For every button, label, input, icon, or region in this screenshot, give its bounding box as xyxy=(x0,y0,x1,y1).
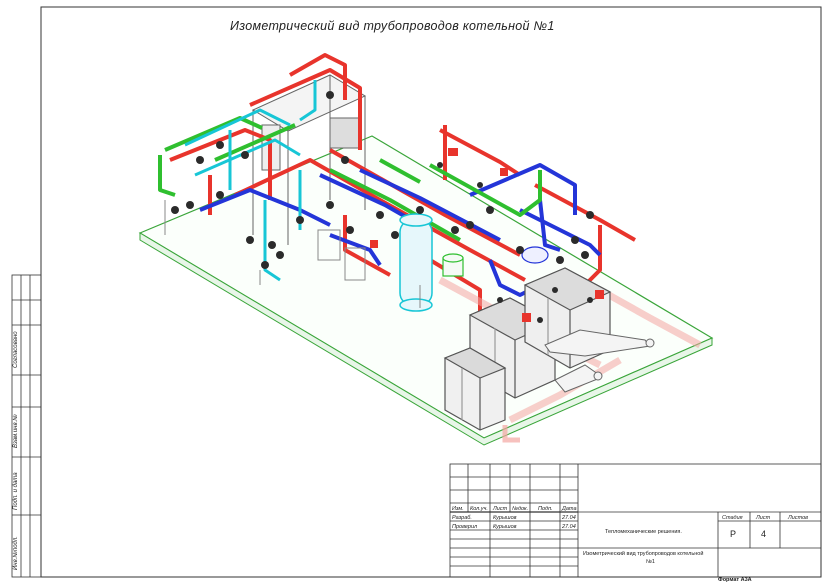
green-pipes xyxy=(158,116,542,242)
hdr-qty: Кол.уч. xyxy=(470,506,488,512)
hdr-sheet: Лист xyxy=(492,506,508,512)
side-label-inv-orig: Инв.№подл. xyxy=(13,536,19,570)
hdr-doc: №док. xyxy=(512,506,528,512)
stage-value: Р xyxy=(730,529,736,539)
expansion-tank xyxy=(399,213,433,312)
control-cabinet xyxy=(443,347,507,431)
sheet-title-line1: Изометрический вид трубопроводов котельн… xyxy=(583,550,703,557)
side-stamp xyxy=(11,274,42,578)
side-label-sign-date: Подп. и дата xyxy=(13,472,19,510)
row1-role: Разраб. xyxy=(452,515,472,521)
sheet-title-line2: №1 xyxy=(646,559,655,565)
format-label: Формат А3А xyxy=(718,577,752,583)
small-tank xyxy=(442,253,464,277)
side-label-inv-replace: Взам.инв.№ xyxy=(13,414,19,448)
hdr-date: Дата xyxy=(561,506,577,512)
base-platform-edge xyxy=(139,232,713,446)
stage-label: Стадия xyxy=(722,515,743,521)
title-block-text: Изм. Кол.уч. Лист №док. Подп. Дата Разра… xyxy=(452,506,808,583)
sheets-label: Листов xyxy=(787,515,808,521)
row1-name: Курышов xyxy=(493,515,517,521)
isometric-drawing xyxy=(138,53,714,446)
row2-date: 27.04 xyxy=(561,524,576,530)
hdr-change: Изм. xyxy=(452,506,464,512)
side-label-agreed: Согласовано xyxy=(13,331,19,368)
row2-name: Курышов xyxy=(493,524,517,530)
project-name: Тепломеханические решения. xyxy=(605,529,682,535)
hdr-sign: Подп. xyxy=(538,506,553,512)
blue-tank xyxy=(521,246,549,264)
sheet-label: Лист xyxy=(755,515,771,521)
title-block-grid xyxy=(449,463,822,578)
row1-date: 27.04 xyxy=(561,515,576,521)
cyan-pipes xyxy=(184,80,317,282)
sheet-value: 4 xyxy=(761,529,766,539)
row2-role: Проверил xyxy=(452,524,477,530)
drawing-title: Изометрический вид трубопроводов котельн… xyxy=(230,19,555,33)
pumps-valves xyxy=(171,91,594,323)
